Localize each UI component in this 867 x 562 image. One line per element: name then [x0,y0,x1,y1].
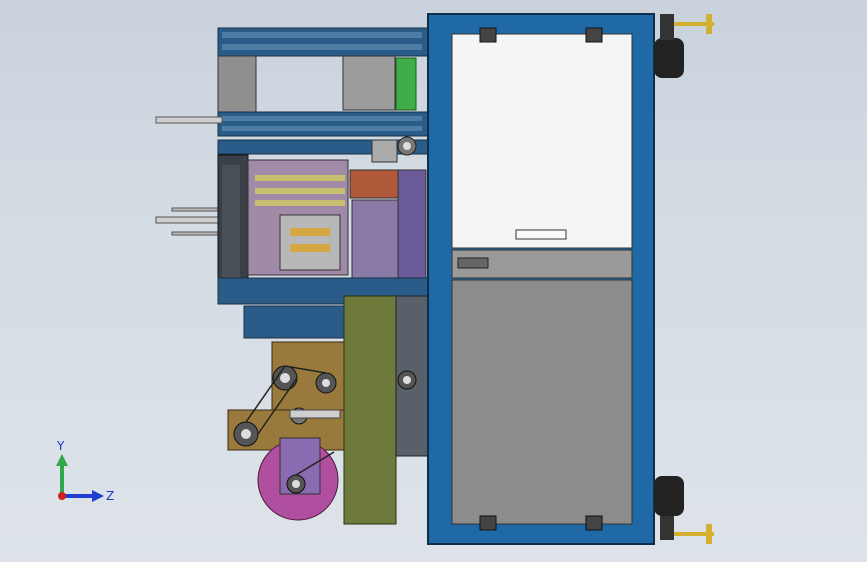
upper-frame-assembly[interactable] [217,27,429,137]
z-axis-label: Z [106,489,114,503]
y-arrow-head-icon [56,454,68,466]
y-axis-label: Y [56,440,65,453]
main-cabinet[interactable] [427,13,655,545]
lower-drive-plate[interactable] [227,341,349,521]
middle-mechanism[interactable] [217,136,429,339]
caster-wheel-icon [654,14,714,544]
olive-support-plate [343,295,431,525]
axis-triad: Y Z [56,440,114,503]
cylinder-rods [155,116,223,236]
origin-dot-icon [58,492,66,500]
z-arrow-head-icon [92,490,104,502]
handle-slot-icon [515,229,567,240]
